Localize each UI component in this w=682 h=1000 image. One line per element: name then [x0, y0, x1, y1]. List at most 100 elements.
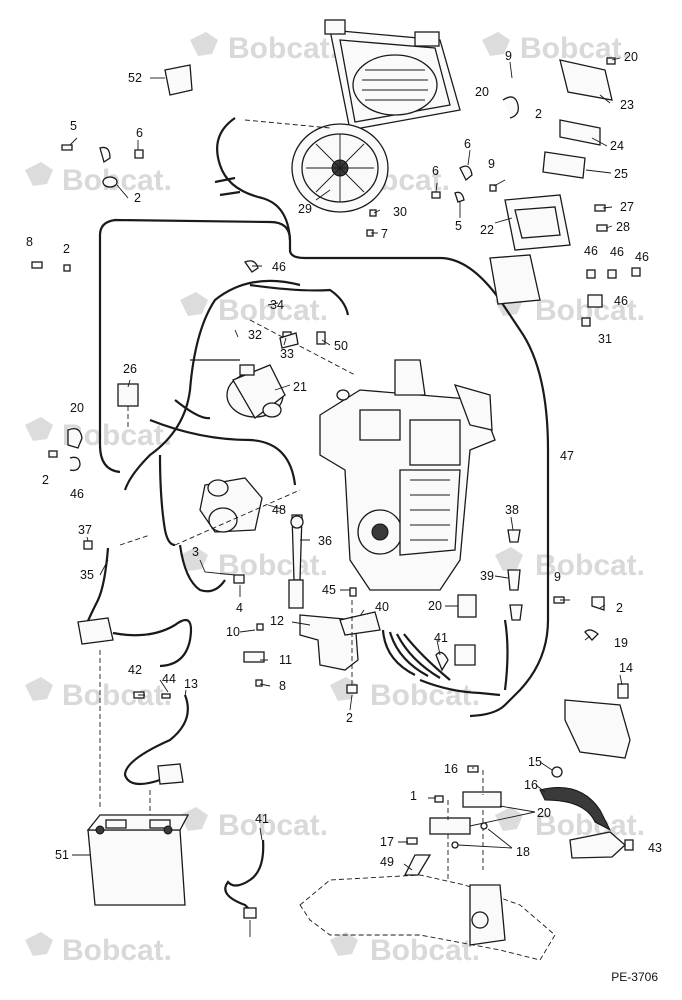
- callout-label: 2: [346, 711, 353, 725]
- callout-label: 20: [428, 599, 442, 613]
- callout-label: 8: [279, 679, 286, 693]
- relay-panel: [489, 59, 613, 305]
- callout-label: 14: [619, 661, 633, 675]
- leader-lines: [69, 57, 623, 937]
- callout-label: 8: [26, 235, 33, 249]
- callout-label: 10: [226, 625, 240, 639]
- callout-label: 30: [393, 205, 407, 219]
- callout-label: 9: [554, 570, 561, 584]
- callout-label: 48: [272, 503, 286, 517]
- callout-label: 4: [236, 601, 243, 615]
- callout-label: 46: [272, 260, 286, 274]
- bobcat-logo-icon: [330, 677, 358, 701]
- callout-label: 37: [78, 523, 92, 537]
- callout-label: 40: [375, 600, 389, 614]
- callout-label: 16: [444, 762, 458, 776]
- wiring-harness: [98, 117, 550, 718]
- bobcat-logo-icon: [482, 32, 510, 56]
- cooling-fan: [244, 119, 389, 213]
- ground-strap: [67, 427, 83, 472]
- callout-label: 20: [70, 401, 84, 415]
- callout-label: 41: [255, 812, 269, 826]
- callout-label: 36: [318, 534, 332, 548]
- callout-label: 46: [635, 250, 649, 264]
- callout-label: 39: [480, 569, 494, 583]
- callout-label: 43: [648, 841, 662, 855]
- bobcat-watermark: Bobcat.: [228, 32, 338, 65]
- mount-blocks: [429, 770, 502, 880]
- callout-label: 6: [136, 126, 143, 140]
- callout-label: 15: [528, 755, 542, 769]
- callout-label: 46: [610, 245, 624, 259]
- bobcat-logo-icon: [180, 547, 208, 571]
- bobcat-watermark: Bobcat.: [535, 549, 645, 582]
- bobcat-watermark: Bobcat.: [370, 679, 480, 712]
- callout-label: 5: [455, 219, 462, 233]
- bobcat-logo-icon: [190, 32, 218, 56]
- oil-cooler: [324, 19, 461, 131]
- alternator: [226, 364, 286, 419]
- callout-label: 19: [614, 636, 628, 650]
- shield-bracket: [543, 683, 631, 797]
- callout-label: 33: [280, 347, 294, 361]
- callout-label: 2: [42, 473, 49, 487]
- pressure-switch: [435, 529, 523, 672]
- frame-section: [299, 854, 556, 961]
- callout-label: 42: [128, 663, 142, 677]
- callout-label: 16: [524, 778, 538, 792]
- relay: [117, 383, 139, 430]
- callout-label: 20: [537, 806, 551, 820]
- sensor: [288, 514, 304, 609]
- callout-label: 29: [298, 202, 312, 216]
- mounting-bracket: [299, 600, 381, 694]
- callout-label: 20: [475, 85, 489, 99]
- callout-label: 5: [70, 119, 77, 133]
- callout-label: 2: [134, 191, 141, 205]
- callout-label: 51: [55, 848, 69, 862]
- callout-label: 17: [380, 835, 394, 849]
- bobcat-logo-icon: [25, 677, 53, 701]
- battery-cable: [123, 694, 189, 820]
- callout-label: 26: [123, 362, 137, 376]
- callout-label: 6: [432, 164, 439, 178]
- fuse-wires: [381, 629, 451, 681]
- bobcat-watermark: Bobcat.: [370, 934, 480, 967]
- callout-label: 32: [248, 328, 262, 342]
- callout-label: 31: [598, 332, 612, 346]
- callout-label: 28: [616, 220, 630, 234]
- callout-label: 11: [279, 653, 292, 667]
- bobcat-watermark: Bobcat.: [62, 934, 172, 967]
- bobcat-logo-icon: [25, 417, 53, 441]
- callout-label: 24: [610, 139, 624, 153]
- callout-label: 2: [616, 601, 623, 615]
- callout-label: 50: [334, 339, 348, 353]
- callout-label: 2: [535, 107, 542, 121]
- bobcat-logo-icon: [25, 162, 53, 186]
- callout-label: 52: [128, 71, 142, 85]
- battery-harness: [77, 534, 193, 810]
- bobcat-watermark: Bobcat.: [218, 809, 328, 842]
- callout-label: 1: [410, 789, 417, 803]
- battery: [86, 814, 190, 906]
- bobcat-logo-icon: [495, 807, 523, 831]
- bobcat-watermark: Bobcat.: [218, 294, 328, 327]
- callout-label: 41: [434, 631, 448, 645]
- callout-label: 12: [270, 614, 284, 628]
- ground-cable: [224, 839, 265, 919]
- callouts: 52 9 20 20 2 23 24 25 5 6 2 6 6 9 5 27 2…: [26, 49, 662, 869]
- bobcat-watermark: Bobcat.: [62, 679, 172, 712]
- callout-label: 45: [322, 583, 336, 597]
- callout-label: 34: [270, 298, 284, 312]
- callout-label: 49: [380, 855, 394, 869]
- callout-label: 46: [614, 294, 628, 308]
- callout-label: 22: [480, 223, 494, 237]
- callout-label: 13: [184, 677, 198, 691]
- callout-label: 18: [516, 845, 530, 859]
- bobcat-logo-icon: [25, 932, 53, 956]
- callout-label: 6: [464, 137, 471, 151]
- callout-label: 46: [70, 487, 84, 501]
- callout-label: 38: [505, 503, 519, 517]
- bobcat-logo-icon: [180, 807, 208, 831]
- callout-label: 3: [192, 545, 199, 559]
